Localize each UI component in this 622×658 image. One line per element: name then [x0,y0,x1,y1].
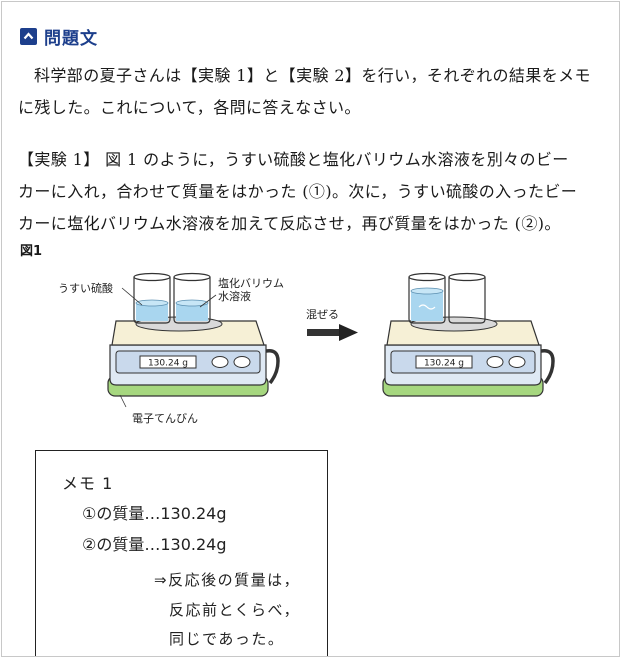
label-barium-chloride-2: 水溶液 [218,289,251,303]
experiment1-line-1: 【実験 1】 図 1 のように，うすい硫酸と塩化バリウム水溶液を別々のビー [18,150,569,169]
beaker-empty [448,272,486,324]
intro-line-1: 科学部の夏子さんは【実験 1】と【実験 2】を行い，それぞれの結果をメモ [34,66,591,85]
label-dilute-sulfuric-acid: うすい硫酸 [58,281,113,295]
section-header[interactable]: 問題文 [20,24,98,49]
memo-mass-1: ①の質量…130.24g [82,504,227,523]
electronic-balance-after: 130.24 g [382,316,555,397]
beaker-dilute-sulfuric-acid [133,272,171,324]
experiment1-line-3: カーに塩化バリウム水溶液を加えて反応させ，再び質量をはかった (②)。 [18,214,561,233]
figure-label: 図1 [20,244,43,259]
intro-line-2: に残した。これについて，各問に答えなさい。 [18,98,361,117]
balance-display-after: 130.24 g [424,359,464,369]
collapse-toggle[interactable] [20,27,37,45]
beaker-mixed [408,272,446,324]
memo-card: メモ 1 ①の質量…130.24g ②の質量…130.24g ⇒反応後の質量は，… [35,450,328,656]
memo-title: メモ 1 [62,474,114,493]
electronic-balance-before: 130.24 g [107,316,280,397]
figure-1-illustration: 130.24 g うすい硫酸 塩化バリウム 水溶液 電子てんびん [58,272,555,425]
memo-note-1: ⇒反応後の質量は， [154,571,301,589]
mix-arrow-icon [307,324,358,341]
memo-note-3: 同じであった。 [169,630,285,648]
label-electronic-balance: 電子てんびん [132,412,198,425]
experiment1-paragraph: 【実験 1】 図 1 のように，うすい硫酸と塩化バリウム水溶液を別々のビー カー… [18,144,608,240]
memo-note-2: 反応前とくらべ， [169,601,301,619]
section-title: 問題文 [44,28,98,49]
beaker-barium-chloride [173,272,211,324]
balance-display-before: 130.24 g [148,359,188,369]
label-barium-chloride-1: 塩化バリウム [218,276,284,290]
chevron-up-icon [23,32,34,40]
intro-paragraph: 科学部の夏子さんは【実験 1】と【実験 2】を行い，それぞれの結果をメモ に残し… [18,60,608,124]
experiment1-line-2: カーに入れ，合わせて質量をはかった (①)。次に，うすい硫酸の入ったビー [18,182,578,201]
memo-mass-2: ②の質量…130.24g [82,535,227,554]
label-mix: 混ぜる [306,308,339,321]
